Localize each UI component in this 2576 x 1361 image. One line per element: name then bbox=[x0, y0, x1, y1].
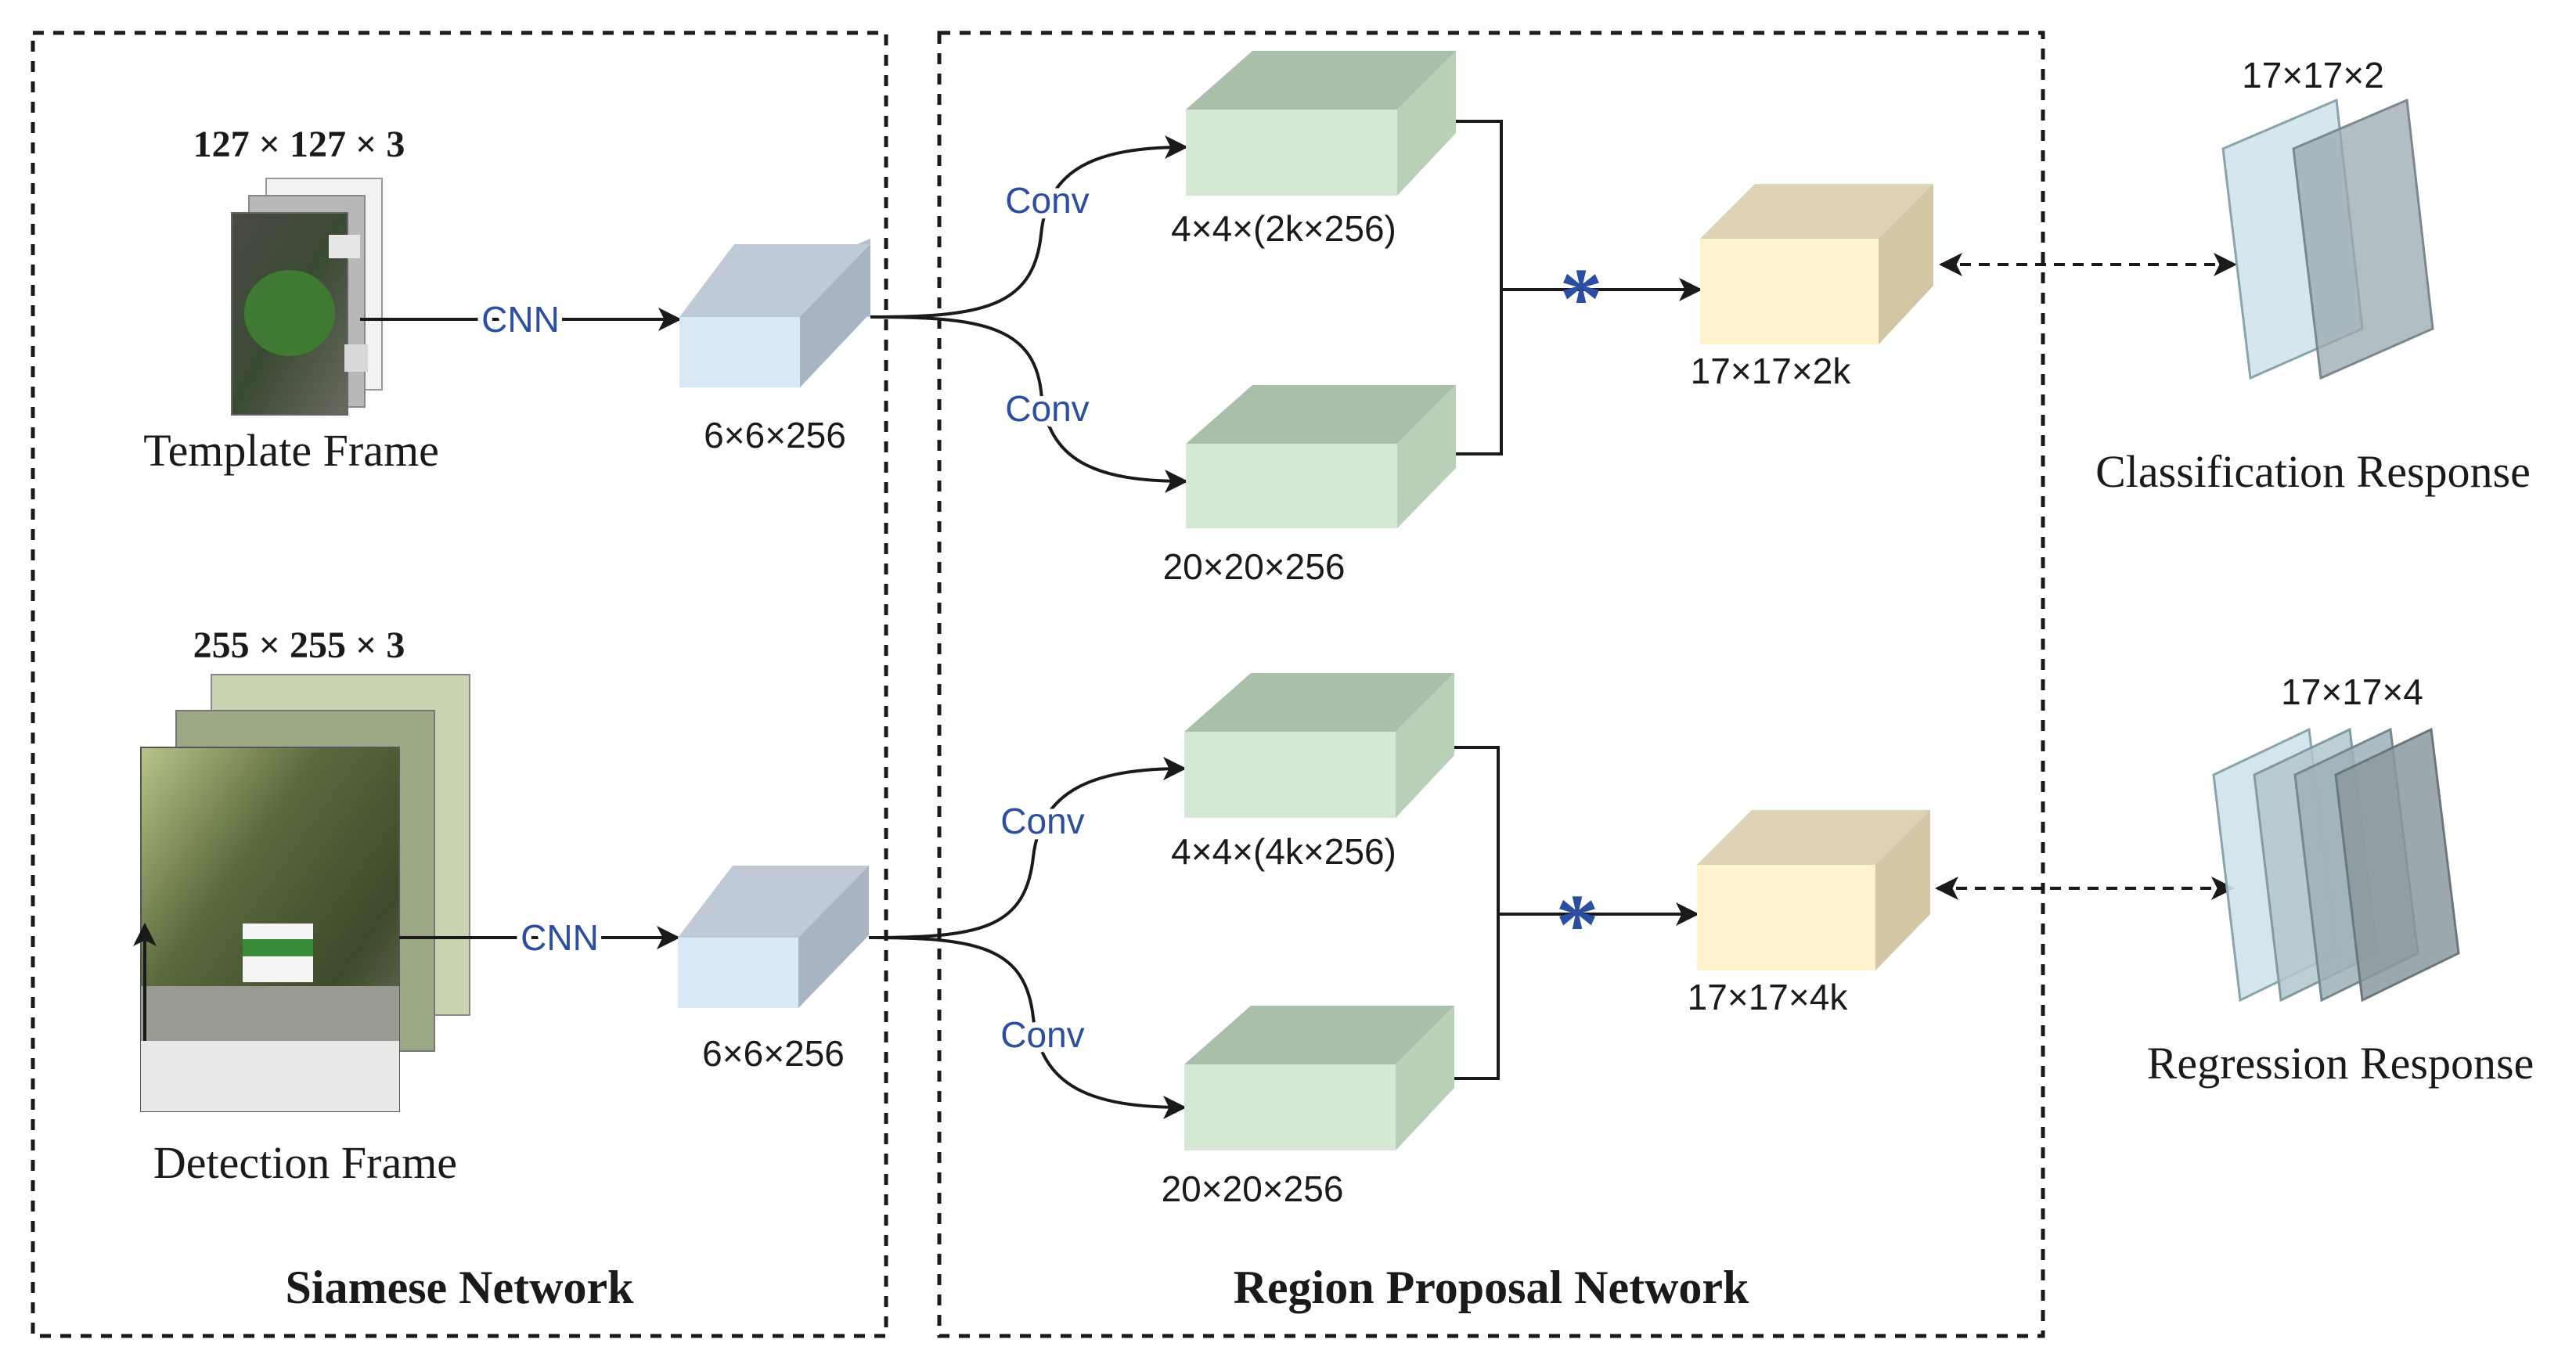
regression-response-maps bbox=[2212, 727, 2460, 1003]
conv-arrow-cls-search bbox=[870, 315, 1188, 493]
reg-kernel-box bbox=[1184, 673, 1454, 818]
classification-size-label: 17×17×2 bbox=[2242, 55, 2384, 95]
template-frame-caption: Template Frame bbox=[143, 425, 439, 476]
detection-frame-caption: Detection Frame bbox=[153, 1137, 457, 1188]
conv-arrow-cls-kernel bbox=[870, 135, 1188, 319]
rpn-title: Region Proposal Network bbox=[1234, 1262, 1749, 1313]
siamese-network-title: Siamese Network bbox=[286, 1262, 635, 1313]
cls-correlation-symbol: * bbox=[1560, 250, 1603, 346]
detection-cnn-label: CNN bbox=[521, 917, 599, 958]
cls-kernel-label: 4×4×(2k×256) bbox=[1171, 208, 1396, 249]
reg-search-box bbox=[1184, 1006, 1454, 1150]
reg-kernel-label: 4×4×(4k×256) bbox=[1171, 831, 1396, 872]
template-feature-box bbox=[679, 239, 870, 387]
template-cnn-label: CNN bbox=[481, 299, 560, 340]
conv-arrow-reg-search bbox=[868, 936, 1187, 1119]
reg-output-box bbox=[1697, 810, 1930, 970]
regression-caption: Regression Response bbox=[2147, 1038, 2535, 1089]
template-size-label: 127 × 127 × 3 bbox=[193, 124, 405, 165]
template-frame-stack bbox=[231, 178, 383, 416]
conv-label-cls-search: Conv bbox=[1005, 388, 1089, 429]
cls-output-box bbox=[1700, 184, 1933, 344]
cls-search-box bbox=[1186, 385, 1456, 528]
cls-search-label: 20×20×256 bbox=[1163, 546, 1346, 587]
classification-response-maps bbox=[2221, 98, 2434, 380]
detection-frame-stack bbox=[140, 674, 470, 1112]
reg-output-label: 17×17×4k bbox=[1688, 977, 1849, 1017]
conv-arrow-reg-kernel bbox=[868, 757, 1187, 939]
cls-kernel-box bbox=[1186, 51, 1456, 196]
regression-size-label: 17×17×4 bbox=[2281, 671, 2423, 712]
rpn-panel bbox=[937, 31, 2045, 1338]
cls-merge-bracket bbox=[1456, 120, 1700, 455]
detection-feature-label: 6×6×256 bbox=[702, 1033, 845, 1074]
detection-size-label: 255 × 255 × 3 bbox=[193, 625, 405, 666]
reg-merge-bracket bbox=[1454, 746, 1697, 1080]
conv-label-reg-kernel: Conv bbox=[1000, 801, 1084, 841]
cls-output-label: 17×17×2k bbox=[1691, 351, 1852, 391]
conv-label-reg-search: Conv bbox=[1000, 1014, 1084, 1055]
template-feature-label: 6×6×256 bbox=[704, 415, 846, 455]
conv-label-cls-kernel: Conv bbox=[1005, 180, 1089, 221]
detection-feature-box bbox=[678, 866, 869, 1008]
reg-search-label: 20×20×256 bbox=[1162, 1168, 1344, 1209]
classification-caption: Classification Response bbox=[2095, 446, 2531, 497]
reg-correlation-symbol: * bbox=[1556, 877, 1599, 972]
